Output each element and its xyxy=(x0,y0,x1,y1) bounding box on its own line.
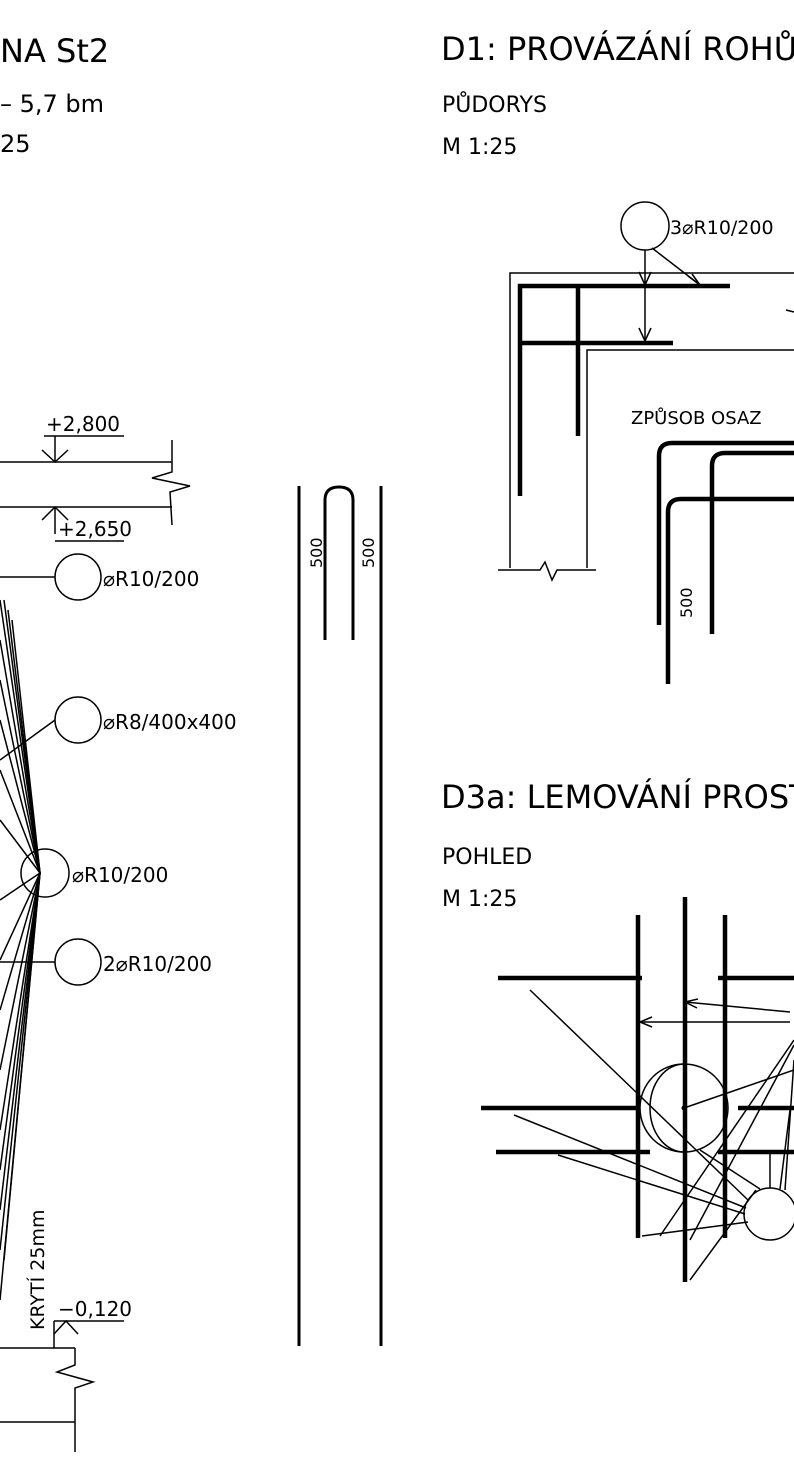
d1-title: D1: PROVÁZÁNÍ ROHŮ xyxy=(441,30,794,68)
d1-view: PŮDORYS xyxy=(442,91,547,118)
svg-text:⌀R10/200: ⌀R10/200 xyxy=(103,567,199,591)
svg-text:⌀R8/400x400: ⌀R8/400x400 xyxy=(103,710,237,734)
callout-4: 2⌀R10/200 xyxy=(0,938,212,986)
left-sheet-subtitle: – 5,7 bm xyxy=(0,90,104,118)
svg-text:+2,800: +2,800 xyxy=(46,412,120,436)
callout-3: ⌀R10/200 xyxy=(20,848,168,898)
svg-text:ZPŮSOB OSAZ: ZPŮSOB OSAZ xyxy=(631,407,762,429)
svg-text:+2,650: +2,650 xyxy=(58,517,132,541)
d1-corner-detail: 3⌀R10/200 ZPŮSOB OSAZ 500 xyxy=(498,201,794,684)
svg-text:2⌀R10/200: 2⌀R10/200 xyxy=(103,952,212,976)
dim-left: 500 xyxy=(307,537,326,568)
slab-edge xyxy=(0,440,191,526)
vertical-bars: 500 500 xyxy=(297,485,383,1346)
d3a-scale: M 1:25 xyxy=(442,887,517,912)
cover-note: KRYTÍ 25mm xyxy=(26,1210,49,1331)
callout-1: ⌀R10/200 xyxy=(0,553,199,601)
level-mark-bottom: −0,120 xyxy=(0,1297,132,1452)
callout-2: ⌀R8/400x400 xyxy=(0,696,237,761)
svg-text:⌀R10/200: ⌀R10/200 xyxy=(72,863,168,887)
left-sheet-title: NA St2 xyxy=(0,32,109,70)
level-mark-slab: +2,650 xyxy=(41,505,132,542)
d3a-opening-detail xyxy=(481,897,794,1282)
level-mark-top: +2,800 xyxy=(41,412,124,464)
d3a-view: POHLED xyxy=(442,845,532,870)
dim-right: 500 xyxy=(359,537,378,568)
svg-text:−0,120: −0,120 xyxy=(58,1297,132,1321)
svg-text:3⌀R10/200: 3⌀R10/200 xyxy=(670,217,774,239)
d1-scale: M 1:25 xyxy=(442,135,517,160)
d1-dim: 500 xyxy=(677,587,696,618)
d3a-title: D3a: LEMOVÁNÍ PROST xyxy=(441,778,794,816)
leader-fan xyxy=(0,599,41,1301)
left-sheet-scale: 25 xyxy=(0,130,31,158)
